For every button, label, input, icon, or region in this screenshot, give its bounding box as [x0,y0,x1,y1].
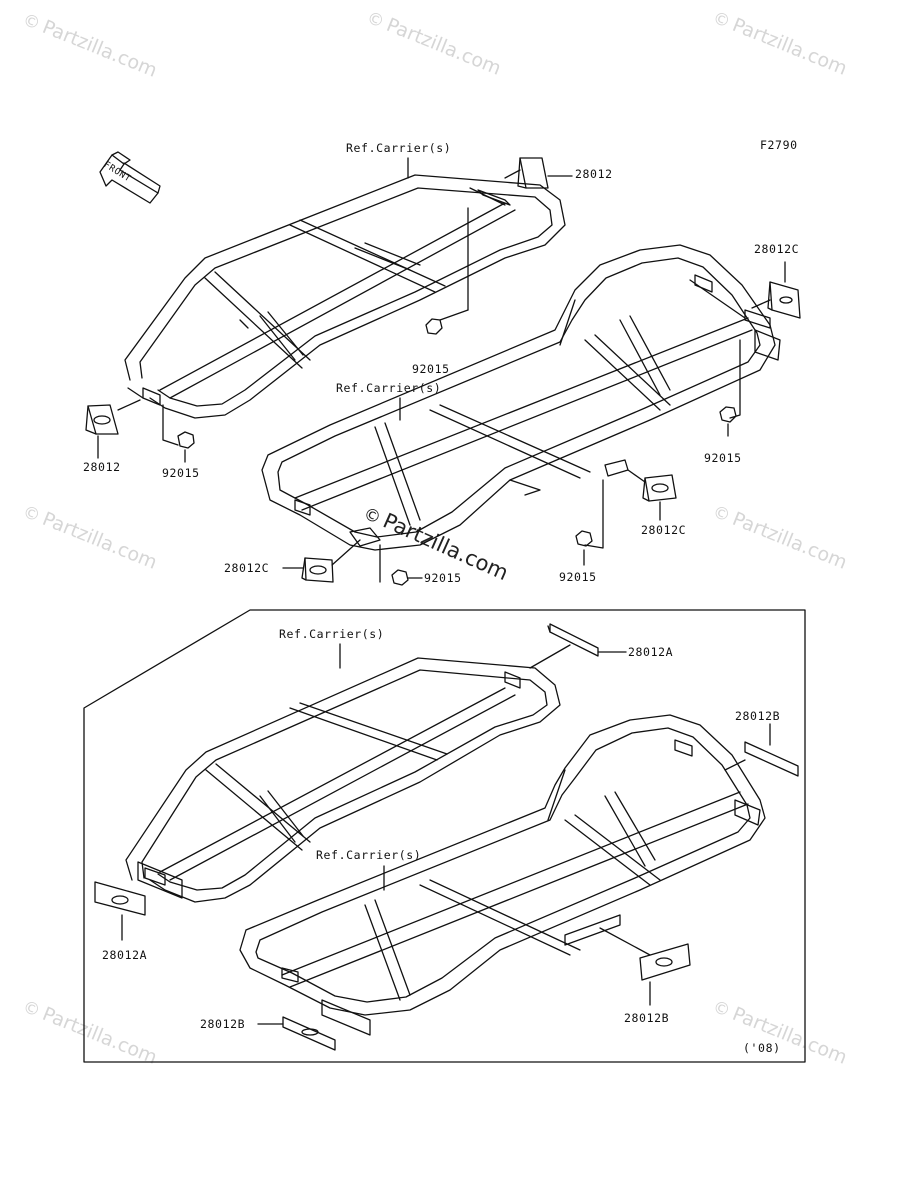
reflector-28012-top [504,157,573,189]
part-92015-c: 92015 [704,451,742,465]
part-28012-top: 28012 [575,167,613,181]
ref-carrier-label-4: Ref.Carrier(s) [316,848,422,862]
part-92015-e: 92015 [424,571,462,585]
year-note: ('08) [743,1041,781,1055]
part-28012-left: 28012 [83,460,121,474]
nut-92015-b [162,404,195,463]
carrier-rear-bottom [125,657,561,903]
ref-carrier-label-3: Ref.Carrier(s) [279,627,385,641]
front-arrow-icon [99,151,161,204]
part-28012b-left: 28012B [200,1017,246,1031]
variant-box [83,609,806,1063]
part-28012c-right: 28012C [754,242,800,256]
reflector-28012-left [85,399,141,459]
reflector-28012a-left [94,861,183,941]
carrier-front-bottom [239,714,766,1016]
figure-code: F2790 [760,138,798,152]
part-28012c-left: 28012C [224,561,270,575]
reflector-28012b-mid [599,927,691,1006]
part-28012b-mid: 28012B [624,1011,670,1025]
part-28012a-top: 28012A [628,645,674,659]
reflector-28012a-top [529,623,627,669]
carrier-front-top [261,244,781,551]
reflector-28012b-right [724,723,799,777]
part-28012a-left: 28012A [102,948,148,962]
ref-carrier-label-2: Ref.Carrier(s) [336,381,442,395]
reflector-28012c-right [751,261,801,319]
part-92015-b: 92015 [162,466,200,480]
nut-92015-a [425,207,469,335]
nut-92015-d [575,479,604,566]
part-28012b-right: 28012B [735,709,781,723]
part-28012c-mid: 28012C [641,523,687,537]
carrier-rear-top [124,174,566,419]
nut-92015-c [719,339,741,437]
nut-92015-e [379,544,423,586]
reflector-28012b-left [257,999,371,1051]
part-92015-a: 92015 [412,362,450,376]
ref-carrier-label-1: Ref.Carrier(s) [346,141,452,155]
part-92015-d: 92015 [559,570,597,584]
reflector-28012c-mid [627,469,677,521]
reflector-28012c-left [282,539,361,583]
